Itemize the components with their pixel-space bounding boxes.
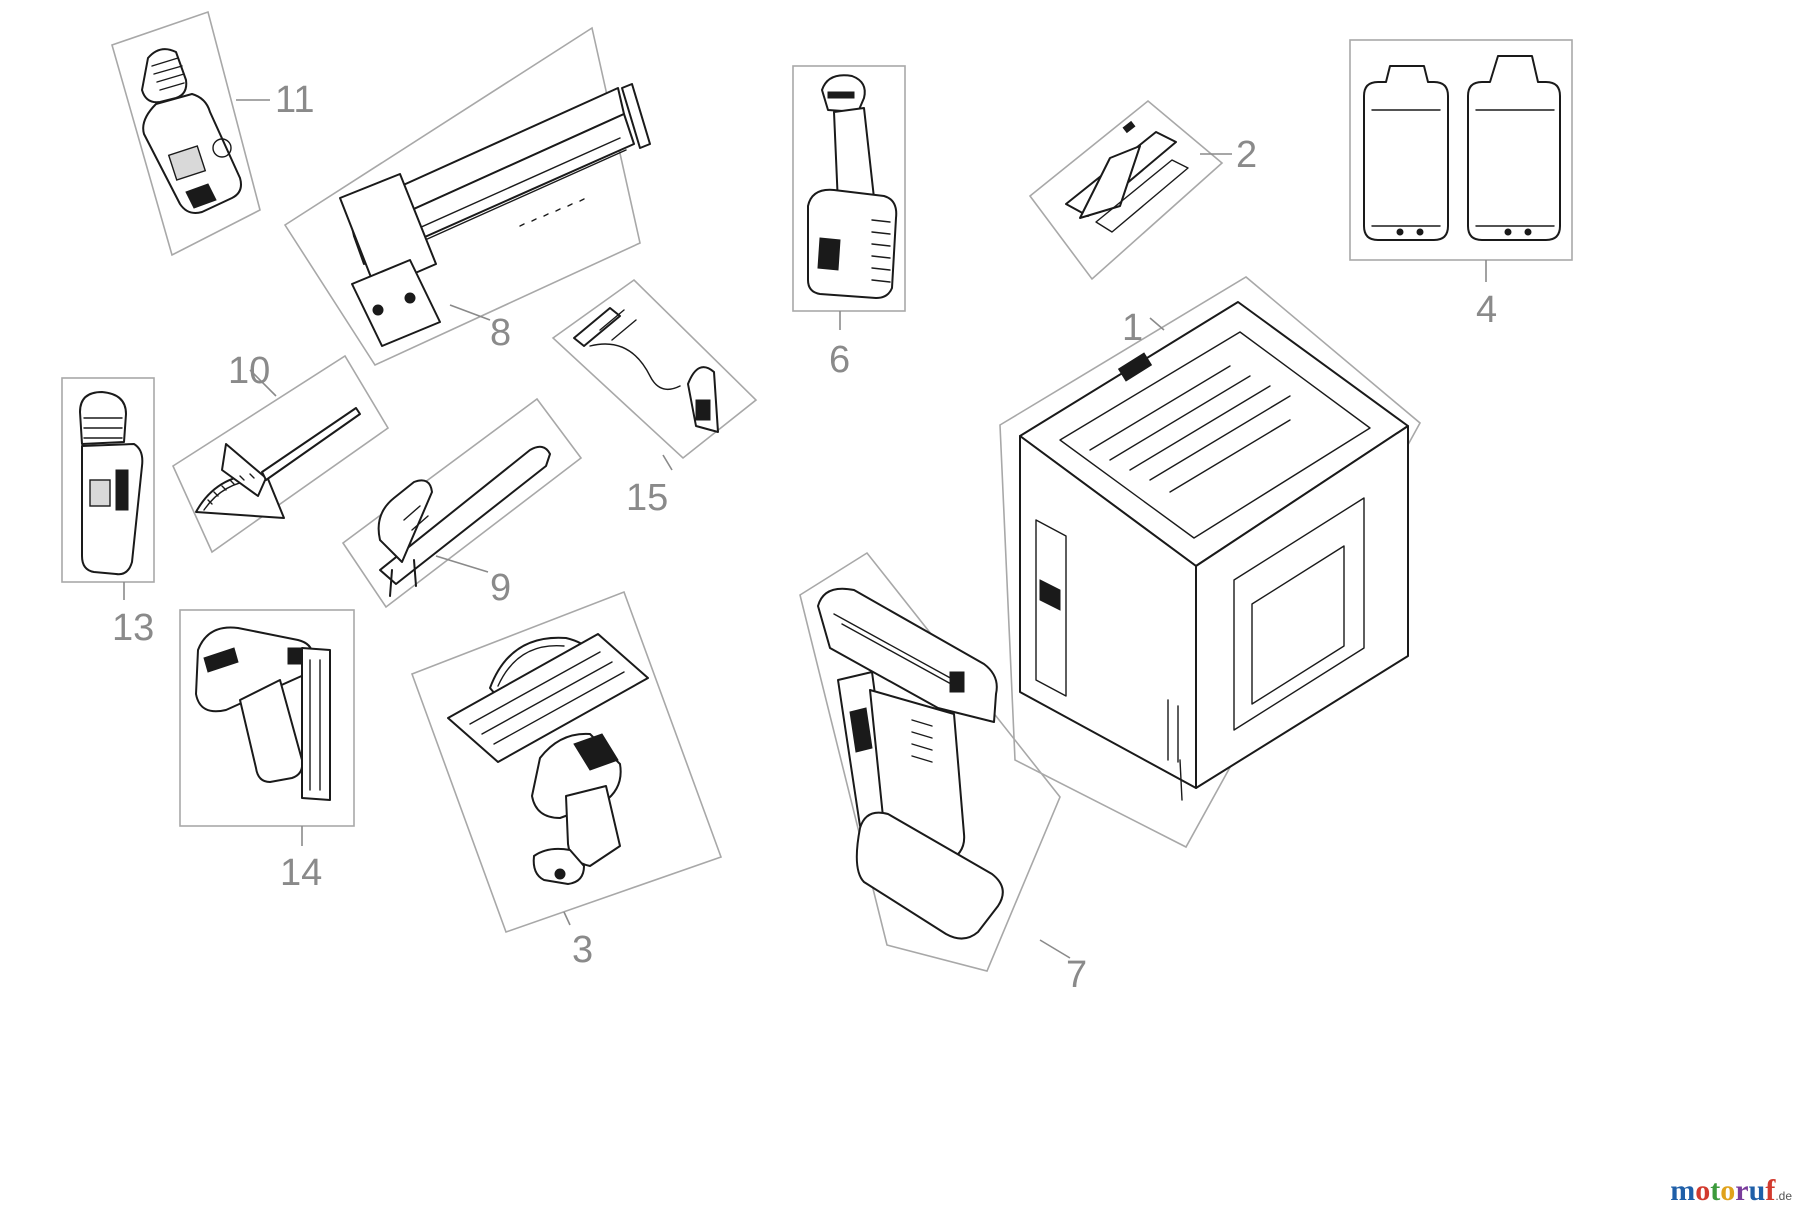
part-batteries[interactable]: 4 [1349, 39, 1573, 331]
motoruf-logo: motoruf.de [1670, 1174, 1792, 1207]
part-label: 4 [1476, 289, 1497, 331]
part-label: 6 [829, 339, 850, 381]
part-label: 7 [1066, 954, 1087, 996]
part-bracket[interactable]: 15 [551, 278, 758, 519]
part-charger[interactable]: 7 [799, 551, 1087, 996]
part-label: 11 [275, 79, 314, 121]
part-label: 1 [1122, 307, 1143, 349]
part-label: 15 [626, 477, 668, 519]
part-drill[interactable]: 11 [111, 10, 314, 257]
part-screwdriver[interactable]: 13 [61, 377, 155, 649]
part-label: 2 [1236, 134, 1257, 176]
part-label: 14 [280, 852, 322, 894]
part-rail[interactable]: 8 [283, 26, 651, 367]
part-label: 8 [490, 312, 511, 354]
part-label: 3 [572, 929, 593, 971]
part-charger-tool[interactable]: 6 [792, 65, 906, 381]
part-label: 13 [112, 607, 154, 649]
part-handle[interactable]: 9 [341, 397, 583, 609]
part-label: 10 [228, 350, 270, 392]
part-box[interactable]: 1 [999, 276, 1422, 849]
part-mitre-gauge[interactable]: 10 [171, 350, 390, 554]
part-guide[interactable]: 2 [1028, 99, 1257, 281]
part-jigsaw[interactable]: 14 [179, 609, 355, 894]
part-circular-saw[interactable]: 3 [410, 590, 723, 971]
part-label: 9 [490, 567, 511, 609]
